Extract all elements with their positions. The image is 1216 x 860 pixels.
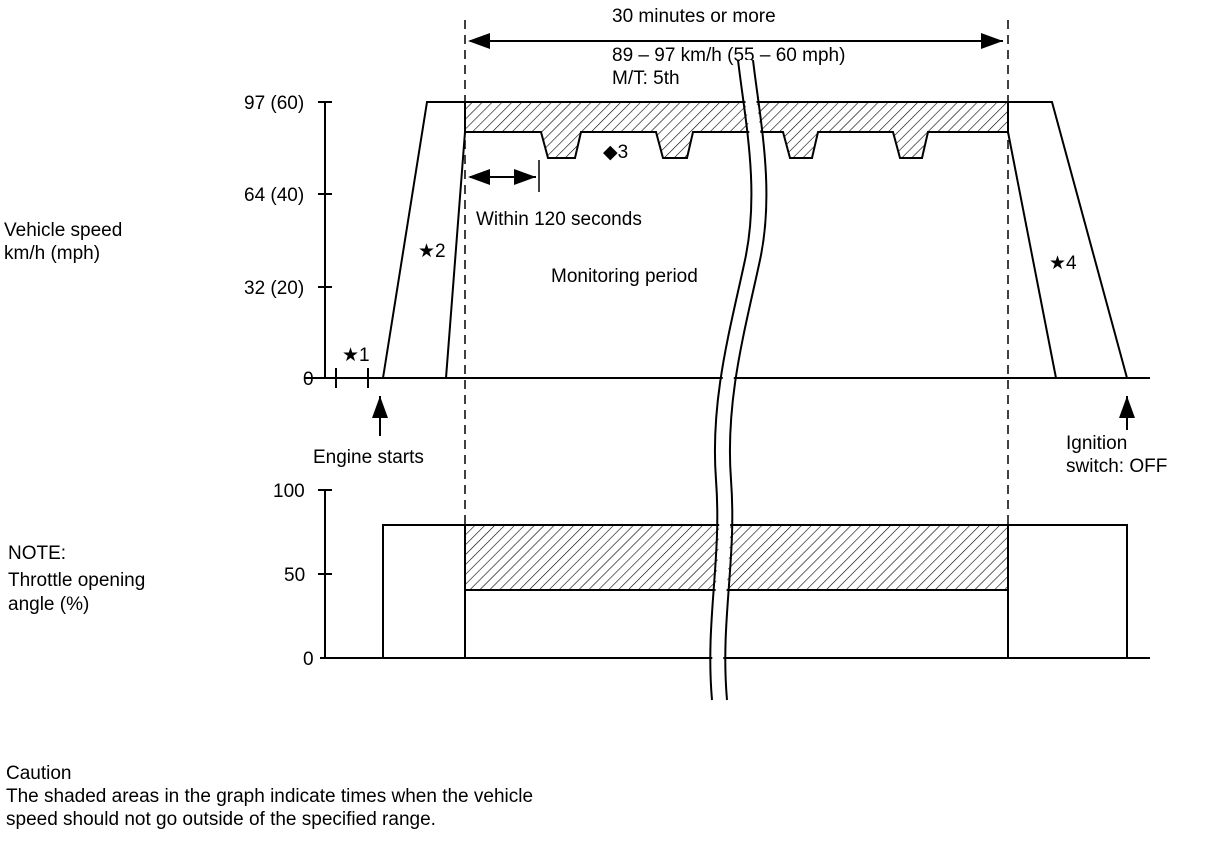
speed-spec-line2: M/T: 5th [612, 68, 680, 89]
speed-tick-32: 32 (20) [244, 278, 304, 299]
speed-tick-0: 0 [303, 369, 314, 390]
ignition-label-line2: switch: OFF [1066, 456, 1167, 477]
throttle-tick-50: 50 [284, 565, 305, 586]
duration-label: 30 minutes or more [612, 6, 776, 27]
speed-tick-97: 97 (60) [244, 93, 304, 114]
throttle-tick-100: 100 [273, 481, 305, 502]
caution-line2: speed should not go outside of the speci… [6, 809, 436, 830]
within-label: Within 120 seconds [476, 209, 642, 230]
speed-tick-64: 64 (40) [244, 185, 304, 206]
speed-spec-line1: 89 – 97 km/h (55 – 60 mph) [612, 45, 845, 66]
speed-tolerance-band [464, 101, 1009, 159]
speed-profile-inner-down [1007, 131, 1057, 379]
monitoring-period-label: Monitoring period [551, 266, 698, 287]
throttle-title-line2: Throttle opening [8, 570, 145, 591]
caution-line1: The shaded areas in the graph indicate t… [6, 786, 534, 807]
throttle-title-line3: angle (%) [8, 594, 89, 615]
throttle-tolerance-band [464, 524, 1009, 591]
speed-axis-title-line1: Vehicle speed [4, 220, 122, 241]
throttle-profile [382, 524, 466, 658]
throttle-title-line1: NOTE: [8, 543, 66, 564]
marker-star-4: ★4 [1049, 253, 1077, 274]
speed-axis-title-line2: km/h (mph) [4, 243, 100, 264]
caution-note: Caution The shaded areas in the graph in… [6, 762, 533, 831]
ignition-label-line1: Ignition [1066, 433, 1127, 454]
speed-profile-outer [382, 101, 1128, 379]
axis-break-mark [709, 59, 753, 701]
throttle-tick-0: 0 [303, 649, 314, 670]
marker-diamond-3: ◆3 [603, 142, 628, 163]
marker-star-2: ★2 [418, 241, 446, 262]
caution-title: Caution [6, 763, 72, 784]
throttle-profile-end [1007, 524, 1128, 658]
speed-profile-inner [445, 131, 466, 379]
marker-star-1: ★1 [342, 345, 370, 366]
engine-starts-label: Engine starts [313, 447, 424, 468]
